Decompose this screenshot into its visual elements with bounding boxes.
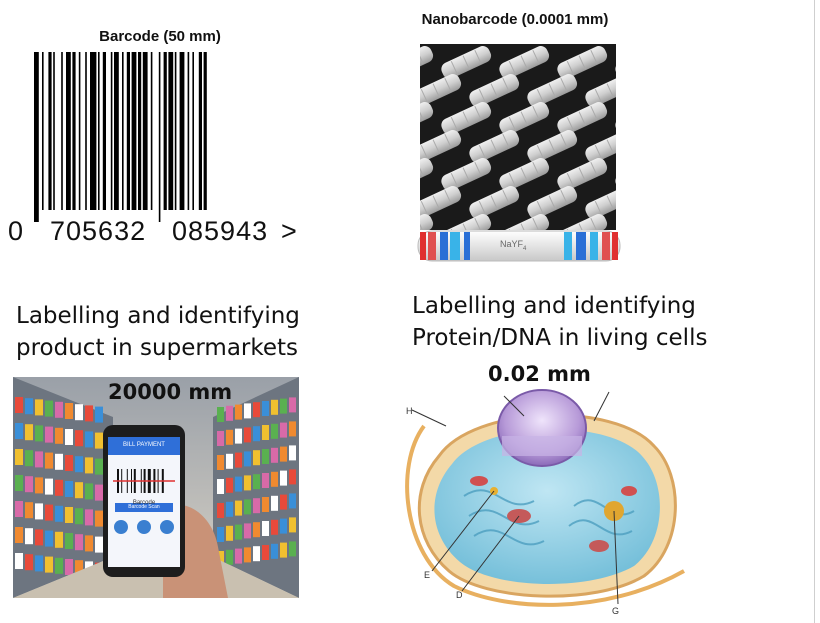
barcode-digit-first: 0	[8, 216, 25, 246]
cell-illustration: H E D G	[405, 389, 685, 616]
cell-caption-line1: Labelling and identifying	[412, 293, 696, 319]
barcode-digits-left: 705632	[50, 216, 147, 246]
supermarket-size-label: 20000 mm	[108, 380, 233, 404]
cell-label-e: E	[424, 570, 430, 580]
right-border	[814, 0, 815, 623]
supermarket-photo	[13, 377, 299, 598]
supermarket-caption-line1: Labelling and identifying	[16, 303, 300, 329]
phone-header: BILL PAYMENT	[123, 442, 165, 448]
cell-label-g: G	[612, 606, 619, 616]
supermarket-caption-line2: product in supermarkets	[16, 335, 299, 361]
cell-label-h: H	[406, 406, 413, 416]
cell-label-d: D	[456, 590, 463, 600]
cell-size-label: 0.02 mm	[488, 362, 591, 386]
nanorod-micrograph	[420, 44, 616, 230]
barcode-title: Barcode (50 mm)	[99, 28, 221, 45]
barcode-arrow: >	[281, 216, 298, 246]
rod-label: NaYF4	[500, 239, 527, 252]
barcode-digits-right: 085943	[172, 216, 269, 246]
phone-barcode-label: Barcode	[132, 500, 156, 506]
nanobarcode-title: Nanobarcode (0.0001 mm)	[421, 11, 609, 28]
phone-scan-button: Barcode Scan	[128, 504, 160, 510]
nanorod-band-diagram	[417, 230, 621, 262]
barcode-bars	[34, 52, 207, 222]
cell-caption-line2: Protein/DNA in living cells	[412, 325, 708, 351]
